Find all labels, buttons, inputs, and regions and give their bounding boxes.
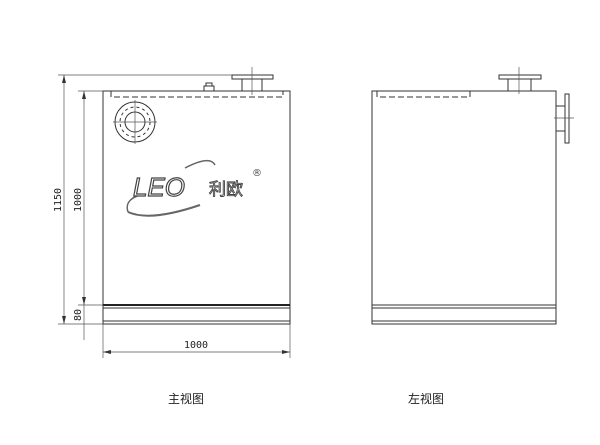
side-tank-body	[371, 90, 557, 325]
side-right-flange	[554, 93, 574, 144]
front-side-flange	[113, 100, 157, 144]
caption-left-view: 左视图	[408, 392, 445, 406]
dim-body-height: 1000	[73, 188, 84, 212]
caption-front-view: 主视图	[168, 392, 205, 406]
left-view	[371, 67, 574, 325]
front-view: LEO 利欧 ® 1150 1000 80 1000	[53, 67, 291, 358]
front-top-flange	[231, 67, 274, 95]
dim-total-height: 1150	[53, 188, 64, 212]
side-top-flange	[498, 67, 542, 94]
front-vent-bolt	[203, 82, 215, 92]
logo-text: LEO	[133, 172, 185, 202]
dim-width: 1000	[184, 340, 208, 351]
dimension-lines	[58, 74, 291, 358]
logo-chinese: 利欧	[209, 180, 243, 200]
front-lid-dashed	[110, 91, 284, 98]
leo-logo: LEO 利欧 ®	[126, 159, 262, 217]
side-lid-dashed	[376, 91, 471, 98]
front-tank-body	[102, 90, 291, 325]
registered-mark: ®	[252, 168, 262, 179]
dim-base-height: 80	[73, 309, 84, 321]
